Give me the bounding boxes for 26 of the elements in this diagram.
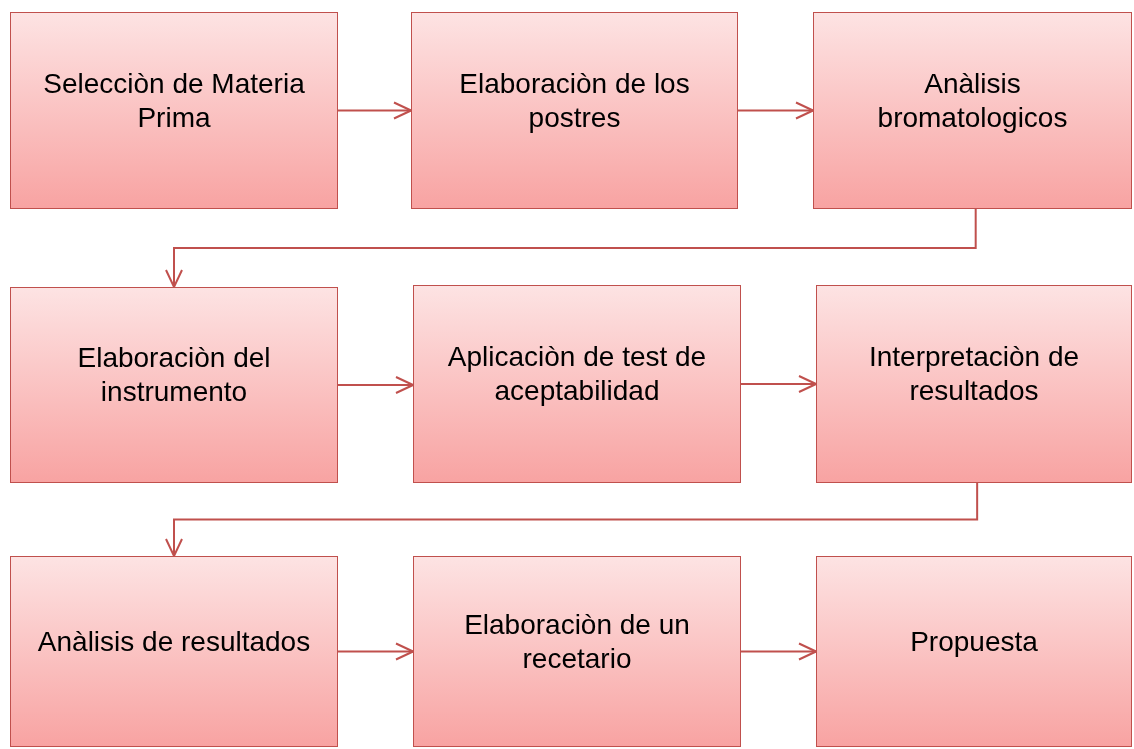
arrow xyxy=(337,376,414,394)
step-label: Selecciòn de Materia Prima xyxy=(42,66,306,135)
step-label: Elaboraciòn del instrumento xyxy=(76,341,272,409)
process-box xyxy=(813,12,1132,209)
step-label: Anàlisis bromatologicos xyxy=(876,66,1069,135)
step-label: Elaboraciòn de los postres xyxy=(458,66,691,135)
process-box xyxy=(10,12,338,209)
process-box xyxy=(413,556,741,747)
step-label: Interpretaciòn de resultados xyxy=(867,340,1081,408)
process-box xyxy=(411,12,738,209)
arrow xyxy=(740,375,817,393)
process-box xyxy=(816,285,1132,483)
arrow xyxy=(737,101,814,120)
arrow xyxy=(337,101,412,120)
step-label: Propuesta xyxy=(910,624,1038,659)
arrow xyxy=(337,642,414,661)
process-box xyxy=(10,556,338,747)
process-box xyxy=(413,285,741,483)
arrow xyxy=(165,208,977,288)
step-label: Elaboraciòn de un recetario xyxy=(463,607,691,676)
step-label: Anàlisis de resultados xyxy=(37,624,311,659)
process-box xyxy=(816,556,1132,747)
arrow xyxy=(740,642,817,661)
arrow xyxy=(165,482,979,557)
step-label: Aplicaciòn de test de aceptabilidad xyxy=(446,340,708,408)
process-box xyxy=(10,287,338,483)
